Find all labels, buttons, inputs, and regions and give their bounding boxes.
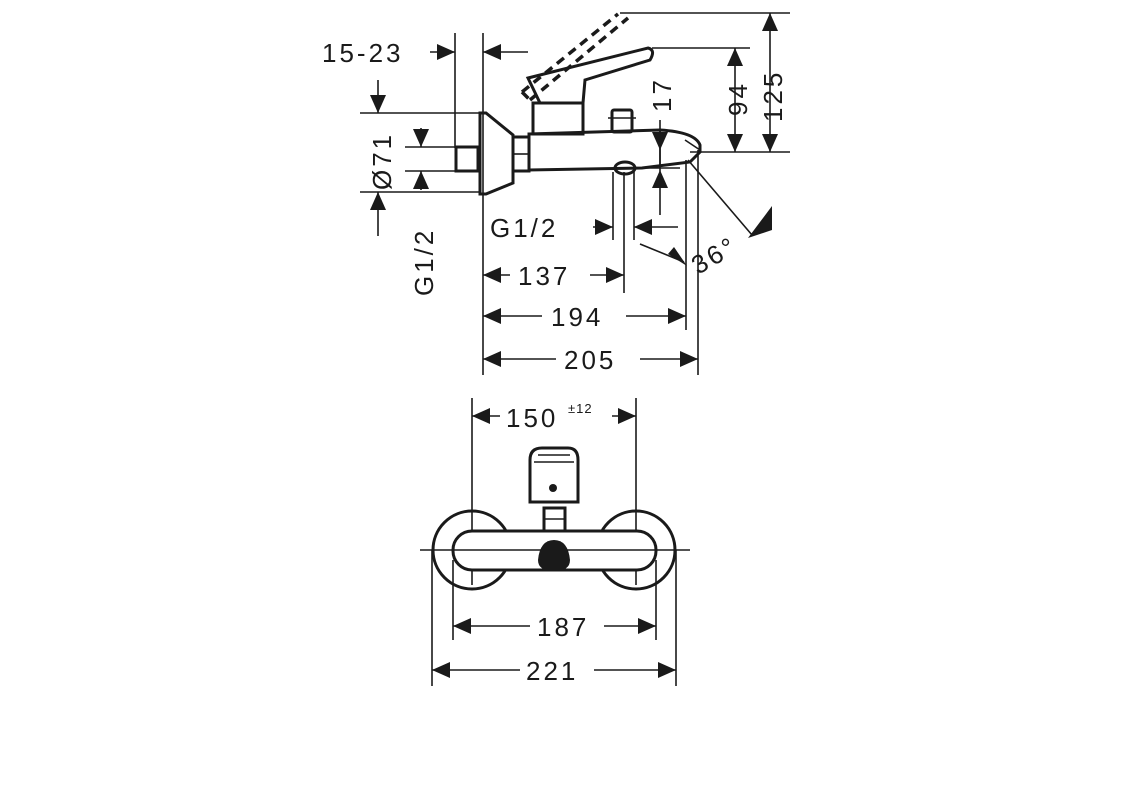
arrow-150-right — [618, 408, 636, 424]
arrow-inlet-top — [413, 129, 429, 147]
dim-205-label: 205 — [564, 345, 616, 375]
arrow-outlet-left — [595, 219, 613, 235]
dim-15-23-label: 15-23 — [322, 38, 404, 68]
dim-150-label: 150 — [506, 403, 558, 433]
dim-221-label: 221 — [526, 656, 578, 686]
arrow-17-top — [652, 132, 668, 150]
cartridge-housing — [531, 101, 585, 136]
aerator — [613, 160, 637, 176]
front-view: 150 ±12 187 221 — [420, 398, 690, 686]
dim-221-gap — [520, 652, 594, 684]
arrow-125-top — [762, 13, 778, 31]
dim-137-gap — [510, 258, 590, 290]
arrow-221-right — [658, 662, 676, 678]
dim-71-label: Ø71 — [367, 132, 397, 190]
lever-front — [528, 446, 580, 504]
dim-194-label: 194 — [551, 302, 603, 332]
dim-137-label: 137 — [518, 261, 570, 291]
dim-150-tolerance: ±12 — [568, 401, 593, 416]
arrow-15-23-left — [437, 44, 455, 60]
lever-front-detail — [534, 454, 574, 463]
arrow-125-bottom — [762, 134, 778, 152]
dim-inlet-label: G1/2 — [409, 228, 439, 296]
arrow-150-left — [472, 408, 490, 424]
arrow-94-bottom — [727, 134, 743, 152]
arrow-17-bottom — [652, 170, 668, 188]
dim-187-label: 187 — [537, 612, 589, 642]
dim-125-label: 125 — [758, 70, 788, 122]
dim-194-gap — [542, 298, 626, 330]
dim-187-gap — [530, 608, 604, 640]
dim-205-gap — [556, 342, 640, 374]
dim-outlet-label: G1/2 — [490, 213, 558, 243]
arrow-outlet-right — [634, 219, 652, 235]
dim-angle-label: 36° — [686, 230, 743, 280]
arrow-inlet-bottom — [413, 171, 429, 189]
spout-outlet — [538, 540, 570, 571]
mixer-lever — [525, 46, 655, 105]
arrow-205-left — [483, 351, 501, 367]
escutcheon — [478, 111, 515, 196]
side-view: 15-23 Ø71 G1/2 17 G1/2 — [322, 12, 790, 375]
mixer-body — [527, 128, 702, 172]
arrow-187-right — [638, 618, 656, 634]
lever-indicator — [549, 484, 557, 492]
arrow-angle-right — [748, 206, 772, 238]
arrow-194-left — [483, 308, 501, 324]
diverter-knob — [610, 108, 634, 134]
arrow-194-right — [668, 308, 686, 324]
wall-connector — [454, 145, 480, 173]
arrow-15-23-right — [483, 44, 501, 60]
dim-150-gap — [500, 398, 612, 430]
arrow-71-bottom — [370, 192, 386, 210]
lever-open-position — [520, 12, 630, 102]
arrow-137-right — [606, 267, 624, 283]
arrow-angle-left — [668, 247, 687, 266]
dim-94-label: 94 — [723, 81, 753, 116]
arrow-137-left — [483, 267, 501, 283]
arrow-187-left — [453, 618, 471, 634]
arrow-94-top — [727, 48, 743, 66]
arrow-205-right — [680, 351, 698, 367]
dim-17-label: 17 — [647, 77, 677, 112]
arrow-221-left — [432, 662, 450, 678]
arrow-71-top — [370, 95, 386, 113]
